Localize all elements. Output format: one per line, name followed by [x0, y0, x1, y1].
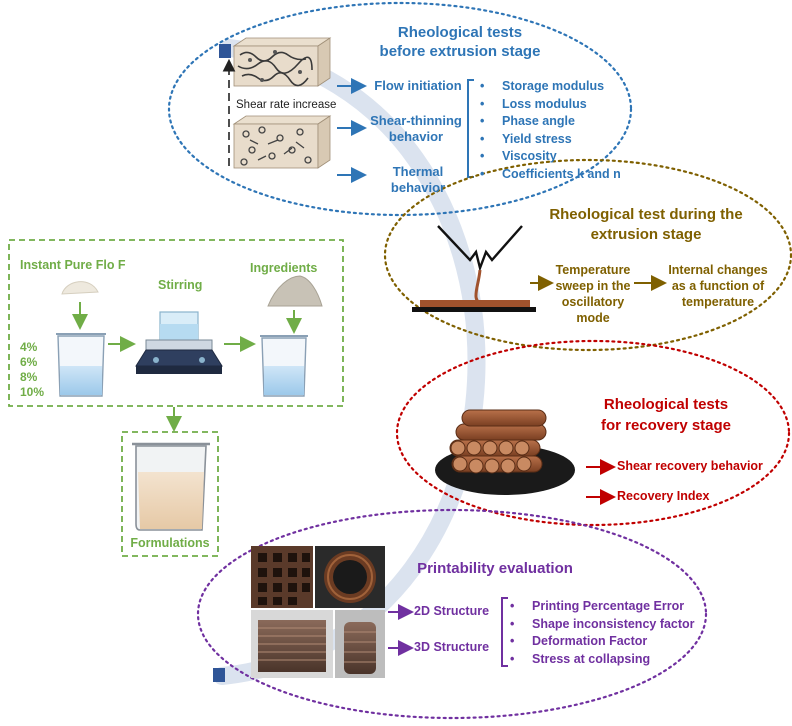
printability-metrics-list: Printing Percentage Error Shape inconsis…: [510, 598, 695, 668]
property-loss-modulus: Loss modulus: [480, 96, 621, 114]
beaker-icon: [56, 333, 106, 397]
microstructure-cube-icon: [232, 115, 332, 169]
metrics-bracket: [501, 597, 508, 667]
metric-stress-at-collapsing: Stress at collapsing: [510, 651, 695, 669]
arc-end-marker: [213, 668, 225, 682]
before-extrusion-title-1: Rheological tests: [398, 24, 522, 41]
beaker-icon: [260, 335, 308, 397]
ingredients-label: Ingredients: [250, 261, 318, 275]
properties-bracket: [467, 79, 474, 178]
ring-print-photo: [315, 546, 385, 608]
printer-nozzle-icon: [412, 225, 536, 312]
cylinder-stack-photo: [335, 610, 385, 678]
3d-structure-label: 3D Structure: [414, 640, 490, 654]
step-flow-initiation: Flow initiation: [374, 78, 462, 93]
rheological-properties-list: Storage modulus Loss modulus Phase angle…: [480, 78, 621, 183]
during-extrusion-title-1: Rheological test during the: [549, 206, 742, 223]
recovery-title-1: Rheological tests: [604, 396, 728, 413]
powder-pile-icon: [61, 281, 99, 295]
step-thermal-behavior: Thermal behavior: [390, 164, 446, 195]
printed-logs-icon: [435, 409, 575, 495]
powder-pile-icon: [267, 275, 323, 307]
metric-deformation-factor: Deformation Factor: [510, 633, 695, 651]
printability-ellipse: [196, 508, 708, 720]
before-extrusion-ellipse: [167, 1, 633, 217]
concentration-6: 6%: [20, 355, 38, 369]
shear-rate-label: Shear rate increase: [236, 99, 336, 111]
grid-print-photo: [251, 546, 313, 608]
concentration-4: 4%: [20, 340, 38, 354]
formulation-beaker-icon: [132, 442, 210, 531]
step-shear-thinning: Shear-thinning behavior: [370, 113, 462, 144]
stirring-label: Stirring: [158, 278, 203, 292]
during-extrusion-title-2: extrusion stage: [591, 226, 702, 243]
recovery-index-label: Recovery Index: [617, 489, 710, 503]
concentration-10: 10%: [20, 385, 45, 399]
formulations-label: Formulations: [130, 536, 210, 550]
metric-shape-inconsistency: Shape inconsistency factor: [510, 616, 695, 634]
internal-changes-label: Internal changes as a function of temper…: [668, 263, 768, 309]
concentration-8: 8%: [20, 370, 38, 384]
microstructure-cube-icon: [232, 37, 332, 87]
metric-printing-percentage-error: Printing Percentage Error: [510, 598, 695, 616]
arc-start-marker: [219, 44, 231, 58]
before-extrusion-title-2: before extrusion stage: [380, 43, 541, 60]
temperature-sweep-label: Temperature sweep in the oscillatory mod…: [555, 263, 631, 325]
2d-structure-label: 2D Structure: [414, 604, 490, 618]
property-viscosity: Viscosity: [480, 148, 621, 166]
magnetic-stirrer-icon: [135, 311, 223, 374]
instant-pure-flo-label: Instant Pure Flo F: [20, 258, 126, 272]
property-storage-modulus: Storage modulus: [480, 78, 621, 96]
recovery-title-2: for recovery stage: [601, 417, 731, 434]
cube-stack-photo: [251, 610, 333, 678]
property-phase-angle: Phase angle: [480, 113, 621, 131]
property-yield-stress: Yield stress: [480, 131, 621, 149]
property-coefficients: Coefficients k and n: [480, 166, 621, 184]
shear-recovery-label: Shear recovery behavior: [617, 459, 763, 473]
recovery-ellipse: [395, 339, 791, 527]
printability-title: Printability evaluation: [417, 560, 573, 577]
